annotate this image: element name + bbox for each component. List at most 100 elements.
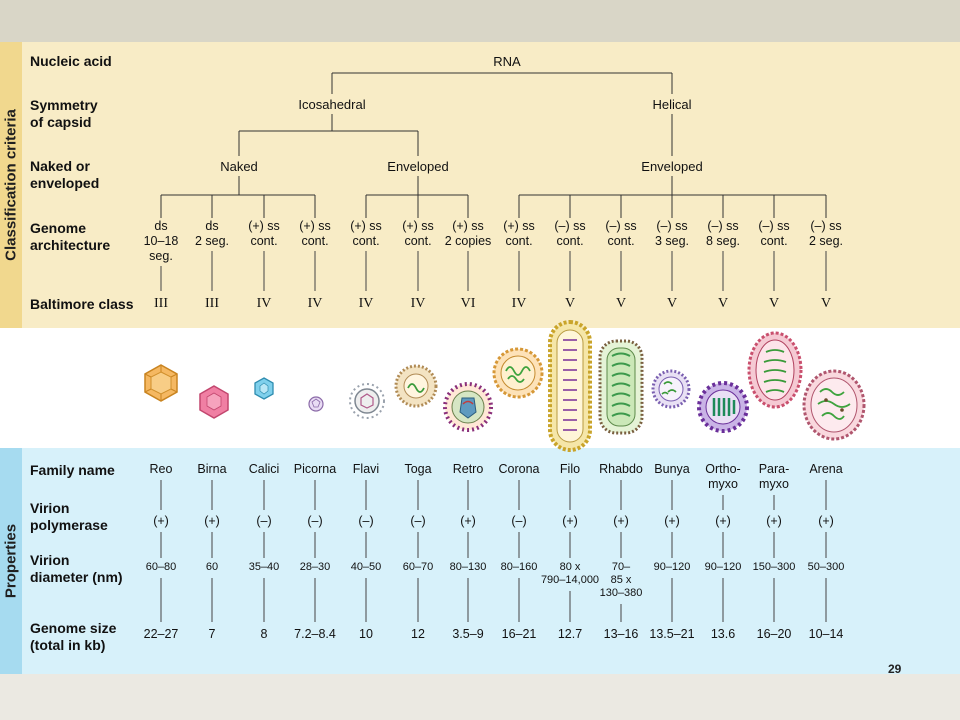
baltimore-class-cell: V xyxy=(717,296,729,311)
genome-size-cell: 13.6 xyxy=(710,627,736,641)
diameter-cell: 80–160 xyxy=(500,561,538,573)
row-label-polymerase: Virion polymerase xyxy=(30,500,108,533)
row-label-baltimore: Baltimore class xyxy=(30,296,134,312)
baltimore-class-cell: III xyxy=(205,296,219,311)
baltimore-class-cell: V xyxy=(820,296,832,311)
genome-size-cell: 22–27 xyxy=(143,627,179,641)
genome-architecture-cell: (–) ss 2 seg. xyxy=(808,219,844,248)
row-label-genome-size: Genome size (total in kb) xyxy=(30,620,117,653)
flavi-icon xyxy=(349,383,385,419)
polymerase-cell: (+) xyxy=(204,514,220,528)
family-name-cell: Calici xyxy=(248,462,280,476)
genome-size-cell: 16–21 xyxy=(501,627,537,641)
tree-node-enveloped-icosahedral: Enveloped xyxy=(384,159,452,174)
baltimore-class-cell: IV xyxy=(410,296,426,311)
title-bar xyxy=(0,0,960,42)
page-number: 29 xyxy=(888,662,902,676)
retro-icon xyxy=(443,382,493,432)
polymerase-cell: (+) xyxy=(715,514,731,528)
family-name-cell: Filo xyxy=(559,462,581,476)
genome-architecture-cell: (–) ss cont. xyxy=(554,219,586,248)
genome-size-cell: 8 xyxy=(260,627,268,641)
genome-architecture-cell: (–) ss cont. xyxy=(605,219,637,248)
tree-node-icosahedral: Icosahedral xyxy=(295,97,369,112)
diameter-cell: 28–30 xyxy=(299,561,331,573)
baltimore-class-cell: IV xyxy=(358,296,374,311)
classification-panel xyxy=(0,42,960,328)
genome-architecture-cell: (+) ss cont. xyxy=(299,219,331,248)
birna-icon xyxy=(199,385,229,419)
genome-size-cell: 3.5–9 xyxy=(452,627,484,641)
baltimore-class-cell: IV xyxy=(511,296,527,311)
tree-node-naked: Naked xyxy=(217,159,261,174)
tree-node-rna: RNA xyxy=(490,54,524,69)
classification-sidebar: Classification criteria xyxy=(0,42,22,328)
genome-architecture-cell: ds 10–18 seg. xyxy=(143,219,179,263)
family-name-cell: Retro xyxy=(452,462,484,476)
genome-architecture-cell: (+) ss cont. xyxy=(248,219,280,248)
diameter-cell: 80 x 790–14,000 xyxy=(540,561,600,586)
genome-architecture-cell: (+) ss cont. xyxy=(350,219,382,248)
genome-size-cell: 13.5–21 xyxy=(649,627,695,641)
polymerase-cell: (+) xyxy=(460,514,476,528)
family-name-cell: Ortho- myxo xyxy=(705,462,741,491)
polymerase-cell: (–) xyxy=(511,514,527,528)
properties-panel xyxy=(0,448,960,674)
genome-size-cell: 12.7 xyxy=(557,627,583,641)
row-label-family: Family name xyxy=(30,462,115,478)
row-label-nucleic-acid: Nucleic acid xyxy=(30,53,112,69)
genome-architecture-cell: (+) ss cont. xyxy=(503,219,535,248)
polymerase-cell: (+) xyxy=(664,514,680,528)
baltimore-class-cell: IV xyxy=(256,296,272,311)
diameter-cell: 150–300 xyxy=(752,561,796,573)
genome-size-cell: 7.2–8.4 xyxy=(294,627,336,641)
family-name-cell: Para- myxo xyxy=(758,462,790,491)
diameter-cell: 60 xyxy=(205,561,219,573)
diameter-cell: 40–50 xyxy=(350,561,382,573)
corona-icon xyxy=(492,347,544,399)
baltimore-class-cell: IV xyxy=(307,296,323,311)
genome-size-cell: 13–16 xyxy=(603,627,639,641)
bunya-icon xyxy=(651,369,691,409)
baltimore-class-cell: III xyxy=(154,296,168,311)
row-label-symmetry: Symmetry of capsid xyxy=(30,97,98,130)
footer-band xyxy=(0,674,960,720)
genome-size-cell: 12 xyxy=(411,627,425,641)
rhabdo-icon xyxy=(598,339,644,435)
tree-node-enveloped-helical: Enveloped xyxy=(638,159,706,174)
family-name-cell: Arena xyxy=(809,462,843,476)
genome-architecture-cell: (+) ss 2 copies xyxy=(444,219,492,248)
genome-architecture-cell: (–) ss 8 seg. xyxy=(705,219,741,248)
row-label-diameter: Virion diameter (nm) xyxy=(30,552,123,585)
polymerase-cell: (+) xyxy=(562,514,578,528)
reo-icon xyxy=(144,364,178,402)
genome-size-cell: 10–14 xyxy=(808,627,844,641)
family-name-cell: Reo xyxy=(149,462,173,476)
row-label-genome-architecture: Genome architecture xyxy=(30,220,111,253)
paramyxo-icon xyxy=(747,331,803,409)
genome-architecture-cell: (+) ss cont. xyxy=(402,219,434,248)
row-label-naked-enveloped: Naked or enveloped xyxy=(30,158,100,191)
family-name-cell: Corona xyxy=(498,462,540,476)
orthomyxo-icon xyxy=(697,381,749,433)
diameter-cell: 60–80 xyxy=(145,561,177,573)
family-name-cell: Toga xyxy=(404,462,432,476)
genome-architecture-cell: (–) ss 3 seg. xyxy=(654,219,690,248)
diameter-cell: 70– 85 x 130–380 xyxy=(599,561,643,599)
baltimore-class-cell: V xyxy=(564,296,576,311)
genome-architecture-cell: (–) ss cont. xyxy=(758,219,790,248)
polymerase-cell: (–) xyxy=(307,514,323,528)
calici-icon xyxy=(254,377,274,400)
genome-architecture-cell: ds 2 seg. xyxy=(194,219,230,248)
polymerase-cell: (+) xyxy=(766,514,782,528)
baltimore-class-cell: V xyxy=(768,296,780,311)
polymerase-cell: (–) xyxy=(410,514,426,528)
family-name-cell: Picorna xyxy=(293,462,337,476)
family-name-cell: Birna xyxy=(197,462,227,476)
polymerase-cell: (+) xyxy=(613,514,629,528)
genome-size-cell: 10 xyxy=(359,627,373,641)
genome-size-cell: 7 xyxy=(208,627,216,641)
diameter-cell: 90–120 xyxy=(704,561,742,573)
